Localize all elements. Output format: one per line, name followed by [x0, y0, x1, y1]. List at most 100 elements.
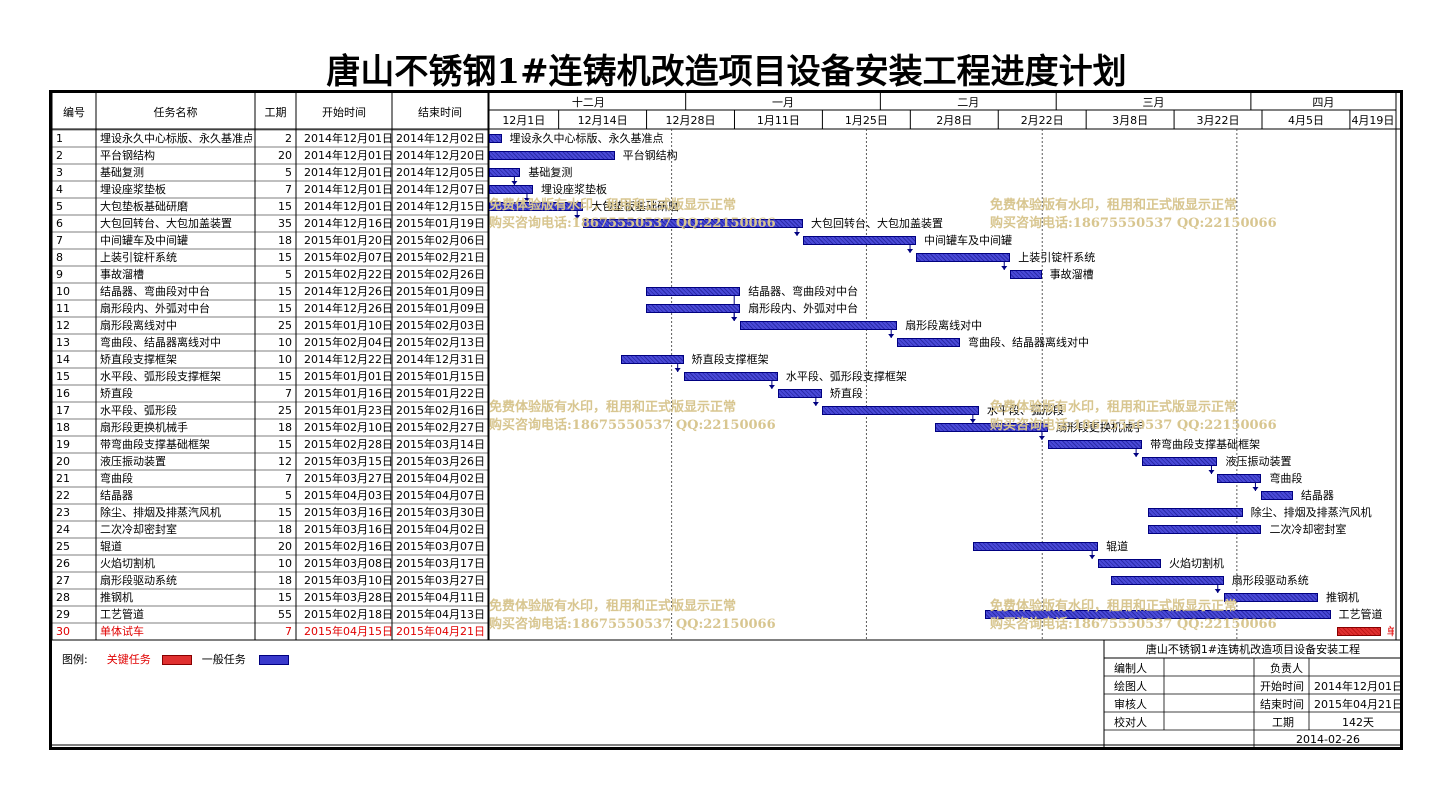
task-duration: 25 [278, 319, 292, 332]
task-name: 水平段、弧形段支撑框架 [100, 370, 221, 383]
task-name: 埋设座浆垫板 [100, 183, 166, 196]
task-id: 18 [56, 421, 70, 434]
task-name: 扇形段更换机械手 [100, 421, 188, 434]
task-bar-label: 弯曲段 [1269, 472, 1303, 485]
watermark-text: 购买咨询电话:18675550537 QQ:22150066 [489, 617, 776, 632]
task-id: 11 [56, 302, 70, 315]
task-start: 2015年01月16日 [304, 387, 393, 400]
infobox-start-label: 开始时间 [1260, 680, 1304, 693]
task-bar-label: 扇形段更换机械手 [1055, 421, 1144, 434]
gantt-frame [49, 90, 1403, 750]
task-bar-label: 平台钢结构 [622, 149, 678, 162]
task-end: 2014年12月15日 [396, 200, 485, 213]
task-id: 16 [56, 387, 70, 400]
task-id: 6 [56, 217, 63, 230]
week-tick-label: 2月8日 [936, 114, 973, 127]
task-end: 2015年02月21日 [396, 251, 485, 264]
task-start: 2014年12月26日 [304, 302, 393, 315]
task-duration: 10 [278, 336, 292, 349]
watermark-text: 购买咨询电话:18675550537 QQ:22150066 [489, 418, 776, 433]
task-name: 扇形段内、外弧对中台 [100, 302, 210, 315]
infobox-start-value: 2014年12月01日 [1314, 680, 1403, 693]
task-id: 21 [56, 472, 70, 485]
task-bar-label: 埋设永久中心标版、永久基准点 [509, 132, 664, 145]
task-end: 2015年01月09日 [396, 302, 485, 315]
task-name: 火焰切割机 [100, 557, 155, 570]
task-bar-label: 水平段、弧形段 [986, 404, 1064, 417]
task-id: 15 [56, 370, 70, 383]
task-id: 17 [56, 404, 70, 417]
task-start: 2014年12月16日 [304, 217, 393, 230]
task-end: 2014年12月31日 [396, 353, 485, 366]
task-start: 2015年02月04日 [304, 336, 393, 349]
task-id: 7 [56, 234, 63, 247]
task-bar-label: 单体试车 [1386, 625, 1394, 638]
task-bar-label: 矫直段 [829, 387, 863, 400]
task-start: 2015年02月16日 [304, 540, 393, 553]
task-bar-label: 辊道 [1106, 540, 1129, 553]
task-bar [583, 219, 803, 228]
task-bar-label: 二次冷却密封室 [1269, 523, 1347, 536]
task-id: 29 [56, 608, 70, 621]
task-end: 2015年02月27日 [396, 421, 485, 434]
task-end: 2015年02月13日 [396, 336, 485, 349]
task-end: 2015年01月09日 [396, 285, 485, 298]
task-name: 弯曲段、结晶器离线对中 [100, 336, 221, 349]
task-start: 2014年12月01日 [304, 166, 393, 179]
task-id: 8 [56, 251, 63, 264]
task-start: 2015年01月23日 [304, 404, 393, 417]
task-duration: 18 [278, 574, 292, 587]
task-duration: 15 [278, 438, 292, 451]
task-name: 单体试车 [100, 625, 144, 638]
watermark-text: 购买咨询电话:18675550537 QQ:22150066 [990, 617, 1277, 632]
task-duration: 25 [278, 404, 292, 417]
infobox-editor-label: 编制人 [1114, 662, 1147, 675]
task-duration: 35 [278, 217, 292, 230]
task-bar [972, 542, 1099, 551]
infobox-end-value: 2015年04月21日 [1314, 698, 1403, 711]
task-name: 推钢机 [100, 591, 133, 604]
task-end: 2015年04月02日 [396, 523, 485, 536]
task-start: 2015年04月03日 [304, 489, 393, 502]
legend-normal-swatch [259, 655, 290, 665]
task-end: 2015年04月21日 [396, 625, 485, 638]
task-bar [821, 406, 979, 415]
task-end: 2015年01月22日 [396, 387, 485, 400]
watermark-text: 免费体验版有水印，租用和正式版显示正常 [489, 400, 737, 415]
infobox-leader-label: 负责人 [1270, 662, 1303, 675]
task-bar [489, 185, 533, 194]
task-name: 扇形段驱动系统 [100, 574, 177, 587]
infobox-end-label: 结束时间 [1260, 698, 1304, 711]
task-bar-label: 扇形段驱动系统 [1231, 574, 1309, 587]
task-bar-label: 弯曲段、结晶器离线对中 [968, 336, 1089, 349]
task-bar [1110, 576, 1224, 585]
task-duration: 15 [278, 200, 292, 213]
task-id: 24 [56, 523, 70, 536]
task-end: 2015年02月03日 [396, 319, 485, 332]
task-bar [934, 423, 1048, 432]
task-name: 液压振动装置 [100, 455, 166, 468]
task-bar [897, 338, 960, 347]
task-name: 带弯曲段支撑基础框架 [100, 438, 210, 451]
task-start: 2015年02月10日 [304, 421, 393, 434]
task-id: 5 [56, 200, 63, 213]
task-duration: 55 [278, 608, 292, 621]
task-bar [620, 355, 684, 364]
task-name: 辊道 [100, 540, 122, 553]
task-start: 2015年03月08日 [304, 557, 393, 570]
task-bar-label: 上装引锭杆系统 [1018, 251, 1096, 264]
task-bar-label: 埋设座浆垫板 [540, 183, 607, 196]
task-name: 扇形段离线对中 [100, 319, 177, 332]
task-start: 2014年12月01日 [304, 149, 393, 162]
legend-normal-label: 一般任务 [201, 653, 246, 666]
task-id: 9 [56, 268, 63, 281]
week-tick-label: 12月28日 [665, 114, 716, 127]
page-title: 唐山不锈钢1#连铸机改造项目设备安装工程进度计划 [326, 52, 1127, 92]
task-start: 2015年03月27日 [304, 472, 393, 485]
task-bar [1098, 559, 1161, 568]
month-header: 二月 [957, 96, 980, 109]
task-bar [646, 287, 741, 296]
week-tick-label: 12月14日 [577, 114, 628, 127]
watermark-text: 免费体验版有水印，租用和正式版显示正常 [990, 400, 1238, 415]
task-duration: 12 [278, 455, 292, 468]
